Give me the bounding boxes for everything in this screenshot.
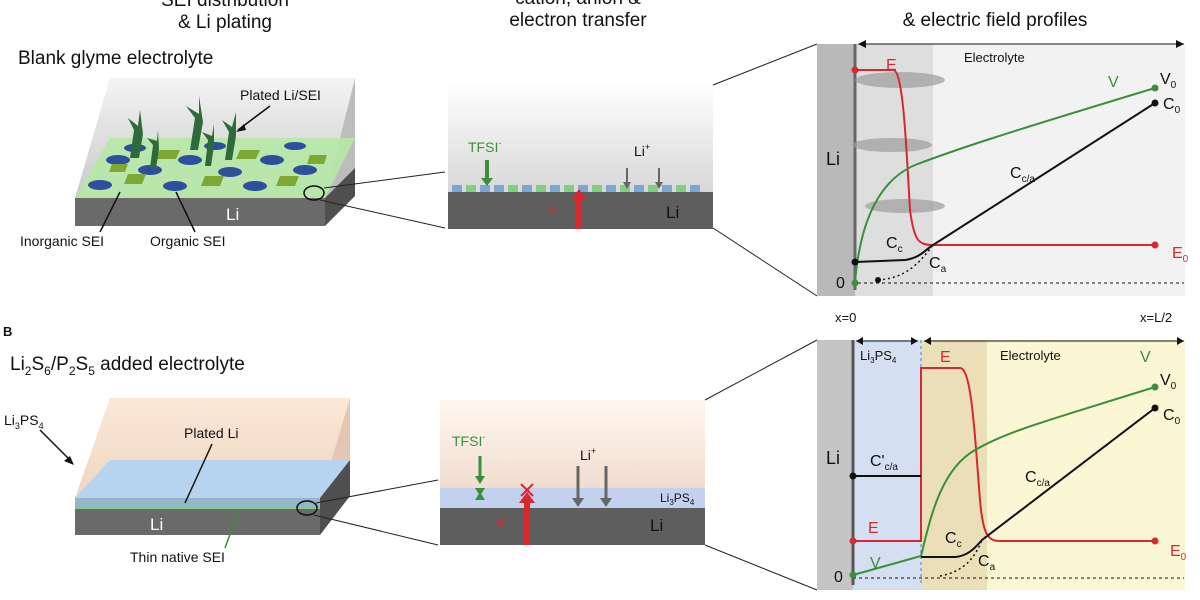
panel-b-zoom: TFSI- Li+ e- Li Li3PS4 (440, 400, 705, 545)
plot-b-li3ps4-region (853, 340, 921, 590)
dendrites-a (128, 96, 236, 168)
zoom-tfsi-label-b: TFSI- (452, 432, 485, 449)
plot-b-li-label: Li (826, 448, 840, 468)
li-block-side-a (325, 168, 355, 226)
zoom-sei-patches-a (452, 185, 700, 192)
zoom-li-ion-label-a: Li+ (634, 142, 650, 159)
zoom-electron-label-a: e- (548, 200, 559, 217)
zoom-circle-b (296, 500, 318, 516)
panel-a-block: Blank glyme electrolyte (18, 48, 355, 249)
panel-a-title: Blank glyme electrolyte (18, 48, 213, 69)
plot-a-zero-label: 0 (836, 275, 845, 292)
panel-b-block: B Li2S6/P2S5 added electrolyte Li3PS4 Pl… (3, 324, 350, 565)
plot-a-Cc-label: Cc (886, 235, 903, 255)
zoom-electron-label-b: e- (497, 513, 508, 530)
li-block-side-b (320, 460, 350, 535)
plot-b-tan-region (921, 340, 987, 590)
plot-b-V-top-label: V (1140, 349, 1151, 366)
plot-a-V-curve (854, 87, 1156, 284)
plot-a-Ca-label: Ca (929, 255, 947, 275)
zoom-li-b (440, 508, 705, 545)
thin-native-sei-label: Thin native SEI (130, 549, 225, 565)
zoom-li-label-a: Li (666, 203, 679, 222)
plated-li-sei-label: Plated Li/SEI (240, 87, 321, 103)
zoom-li3ps4-label-b: Li3PS4 (660, 491, 695, 507)
plot-b-E-curve (853, 367, 1155, 542)
plot-a-E-label: E (886, 57, 897, 74)
header-col2-line1: cation, anion & (515, 0, 641, 9)
plot-b-zero-label: 0 (834, 569, 843, 586)
header-col3-line2: & electric field profiles (903, 10, 1088, 31)
electron-arrow-b (524, 500, 530, 545)
panel-a-zoom: TFSI- Li+ e- Li (448, 82, 713, 229)
inorganic-sei-label: Inorganic SEI (20, 233, 104, 249)
plot-b-li-region (817, 340, 853, 590)
plot-a-electrolyte-label: Electrolyte (964, 50, 1025, 65)
plot-b-electrolyte-label: Electrolyte (1000, 348, 1061, 363)
zoom-tfsi-label-a: TFSI- (468, 138, 501, 155)
panel-b-title: Li2S6/P2S5 added electrolyte (10, 354, 245, 378)
li3ps4-top-b (75, 460, 350, 498)
plot-b-Ca-label: Ca (978, 553, 996, 573)
plot-a-V-label: V (1108, 74, 1119, 91)
plot-b-E-left-label: E (868, 520, 879, 537)
zoom-li-ion-label-b: Li+ (580, 446, 596, 463)
plot-b-E0-label: E0 (1170, 543, 1187, 563)
plated-li-label-b: Plated Li (184, 425, 238, 441)
organic-sei-label: Organic SEI (150, 233, 225, 249)
li-block-label-b: Li (150, 515, 163, 534)
header: SEI distribution & Li plating cation, an… (161, 0, 1087, 33)
plot-b-Cprime-label: C'c/a (870, 453, 898, 473)
plot-a-Ca-curve (877, 244, 934, 281)
plot-a-E0-label: E0 (1172, 245, 1189, 265)
plot-a-li-label: Li (826, 149, 840, 169)
plot-b: Li3PS4 Electrolyte Li E V V0 C0 C'c/a Cc… (817, 337, 1187, 590)
header-col1-line1: SEI distribution (161, 0, 289, 11)
li-block-front-a (75, 198, 325, 226)
header-col1-line2: & Li plating (178, 12, 272, 33)
plot-b-Cc-label: Cc (945, 530, 962, 550)
panel-b-letter: B (3, 324, 12, 339)
plot-a-Cca-label: Cc/a (1010, 165, 1035, 185)
tfsi-arrow-a (481, 178, 493, 186)
plot-a-li-region (817, 44, 855, 296)
plot-b-electrolyte-region (987, 340, 1185, 590)
plot-a-electrolyte-region (933, 44, 1185, 296)
blocked-electron-mark (520, 483, 534, 497)
plot-b-V-curve (852, 386, 1156, 576)
plot-b-Ca-curve (939, 539, 983, 577)
plot-b-C-curve (921, 407, 1156, 558)
plot-b-li3ps4-label: Li3PS4 (860, 348, 897, 365)
li-block-label-a: Li (226, 205, 239, 224)
x0-label: x=0 (835, 310, 856, 325)
plot-a-C0-label: C0 (1163, 96, 1181, 116)
header-col2-line2: electron transfer (509, 10, 647, 31)
plot-a: Electrolyte Li E V V0 C0 Cc/a Cc Ca E0 0… (817, 40, 1189, 325)
electron-arrow-a (576, 197, 582, 229)
plot-a-C-curve (854, 102, 1156, 263)
plot-b-V-left-label: V (870, 555, 881, 572)
zoom-li-label-b: Li (650, 516, 663, 535)
zoom-circle-a (303, 185, 325, 201)
plot-b-C0-label: C0 (1163, 407, 1181, 427)
plot-b-Cca-label: Cc/a (1025, 469, 1050, 489)
xL-label: x=L/2 (1140, 310, 1172, 325)
plot-b-V0-label: V0 (1160, 372, 1177, 392)
plot-a-V0-label: V0 (1160, 71, 1177, 91)
panel-b-li3ps4-label: Li3PS4 (4, 412, 44, 431)
li-block-front-b (75, 508, 320, 535)
plot-a-E-curve (855, 69, 1155, 246)
plot-b-E-top-label: E (940, 349, 951, 366)
